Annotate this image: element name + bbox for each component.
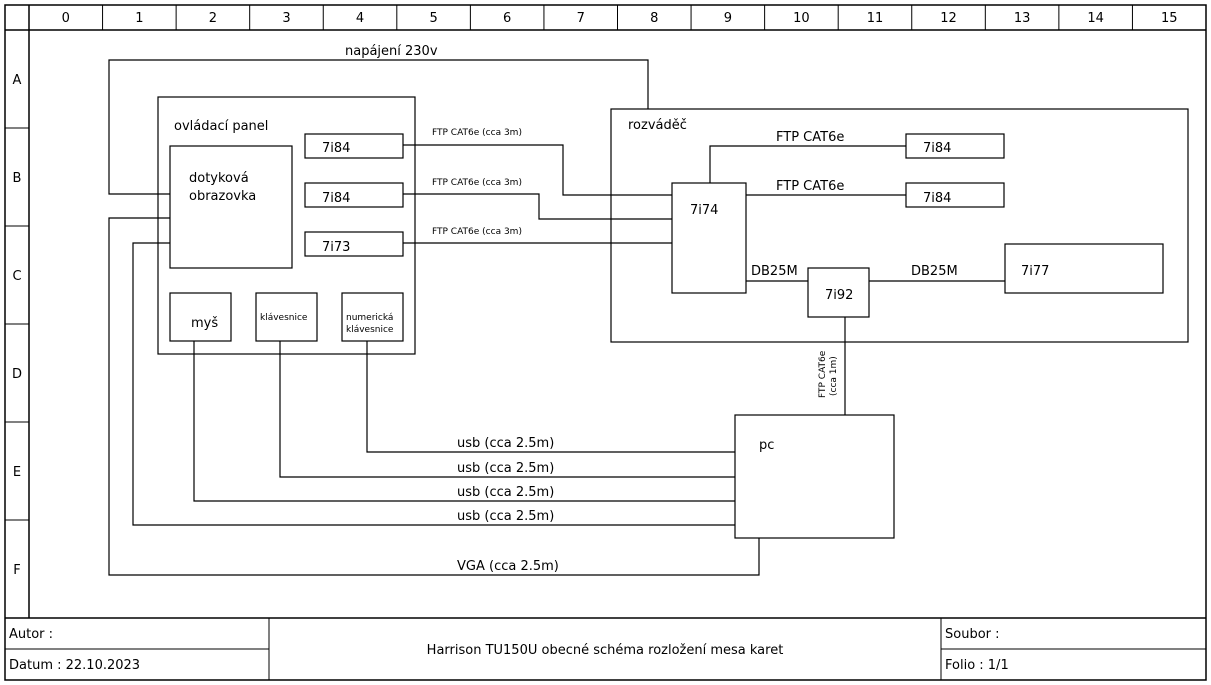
usb-label-4: usb (cca 2.5m): [457, 509, 554, 524]
card-7i92-label: 7i92: [825, 288, 853, 303]
vga-label: VGA (cca 2.5m): [457, 559, 559, 574]
row-label-A: A: [13, 73, 22, 88]
usb-wire-touchscreen: [132, 242, 735, 526]
touchscreen-label-2: obrazovka: [189, 189, 256, 204]
numpad-label-2: klávesnice: [346, 325, 394, 335]
ftp-label-2: FTP CAT6e (cca 3m): [432, 178, 522, 188]
mouse-box: [169, 292, 232, 342]
column-label-10: 10: [793, 11, 810, 26]
card-7i84-panel-1-label: 7i84: [322, 141, 350, 156]
column-label-4: 4: [356, 11, 364, 26]
numpad-box: [341, 292, 404, 342]
card-7i84-cabinet-2-label: 7i84: [923, 191, 951, 206]
card-7i84-cabinet-1: [905, 133, 1005, 159]
column-label-0: 0: [62, 11, 70, 26]
column-label-2: 2: [209, 11, 217, 26]
mouse-label: myš: [191, 316, 218, 331]
keyboard-box: [255, 292, 318, 342]
row-label-C: C: [12, 269, 21, 284]
column-label-1: 1: [135, 11, 143, 26]
cabinet-ftp-wire-top: [709, 145, 906, 183]
usb-label-2: usb (cca 2.5m): [457, 461, 554, 476]
file-field: Soubor :: [945, 627, 1000, 642]
cabinet-ftp-label-top: FTP CAT6e: [776, 130, 844, 145]
usb-label-1: usb (cca 2.5m): [457, 436, 554, 451]
cabinet-title: rozváděč: [628, 118, 687, 133]
card-7i84-panel-2-label: 7i84: [322, 191, 350, 206]
pc-link-label-line2: (cca 1m): [829, 356, 839, 396]
sheet-frame: [4, 4, 1207, 681]
pc-box: [734, 414, 895, 539]
card-7i74-label: 7i74: [690, 203, 718, 218]
ftp-label-3: FTP CAT6e (cca 3m): [432, 227, 522, 237]
ftp-label-1: FTP CAT6e (cca 3m): [432, 128, 522, 138]
vga-wire: [108, 217, 760, 576]
card-7i77-label: 7i77: [1021, 264, 1049, 279]
power-wire: [108, 59, 649, 195]
card-7i84-panel-2: [304, 182, 404, 208]
control-panel-box: [157, 96, 416, 355]
column-label-14: 14: [1087, 11, 1104, 26]
column-label-11: 11: [867, 11, 884, 26]
column-label-12: 12: [940, 11, 957, 26]
pc-link-label-line1: FTP CAT6e: [818, 350, 828, 398]
card-7i74: [671, 182, 747, 294]
pc-label: pc: [759, 438, 774, 453]
title-block: Autor : Datum : 22.10.2023 Harrison TU15…: [5, 617, 1206, 680]
column-label-7: 7: [577, 11, 585, 26]
row-label-D: D: [12, 367, 22, 382]
ftp-wire-2: [403, 193, 672, 220]
card-7i73-panel: [304, 231, 404, 257]
column-label-15: 15: [1161, 11, 1178, 26]
folio-field: Folio : 1/1: [945, 658, 1009, 673]
usb-wire-keyboard: [279, 341, 735, 478]
db25-label-left: DB25M: [751, 264, 798, 279]
column-label-6: 6: [503, 11, 511, 26]
keyboard-label: klávesnice: [260, 313, 308, 323]
touchscreen-label-1: dotyková: [189, 171, 249, 186]
usb-wire-mouse: [193, 341, 735, 502]
row-label-F: F: [13, 563, 20, 578]
column-label-9: 9: [724, 11, 732, 26]
touchscreen-box: [169, 145, 293, 269]
db25-label-right: DB25M: [911, 264, 958, 279]
usb-label-3: usb (cca 2.5m): [457, 485, 554, 500]
ftp-wire-1: [403, 144, 672, 196]
card-7i84-cabinet-2: [905, 182, 1005, 208]
row-label-E: E: [13, 465, 21, 480]
pc-link-label: FTP CAT6e (cca 1m): [818, 350, 839, 398]
card-7i84-panel-1: [304, 133, 404, 159]
date-field: Datum : 22.10.2023: [9, 658, 140, 673]
drawing-title: Harrison TU150U obecné schéma rozložení …: [427, 643, 784, 658]
row-headers: A B C D E F: [5, 73, 29, 578]
column-label-5: 5: [429, 11, 437, 26]
cabinet-box: [610, 108, 1189, 343]
usb-wire-numpad: [366, 341, 735, 453]
numpad-label-1: numerická: [346, 313, 393, 323]
card-7i77: [1004, 243, 1164, 294]
power-label: napájení 230v: [345, 44, 438, 59]
card-7i92: [807, 267, 870, 318]
row-label-B: B: [13, 171, 22, 186]
column-label-8: 8: [650, 11, 658, 26]
control-panel-title: ovládací panel: [174, 119, 268, 134]
card-7i84-cabinet-1-label: 7i84: [923, 141, 951, 156]
column-label-13: 13: [1014, 11, 1031, 26]
cabinet-ftp-label-mid: FTP CAT6e: [776, 179, 844, 194]
card-7i73-panel-label: 7i73: [322, 240, 350, 255]
column-label-3: 3: [282, 11, 290, 26]
author-field: Autor :: [9, 627, 53, 642]
